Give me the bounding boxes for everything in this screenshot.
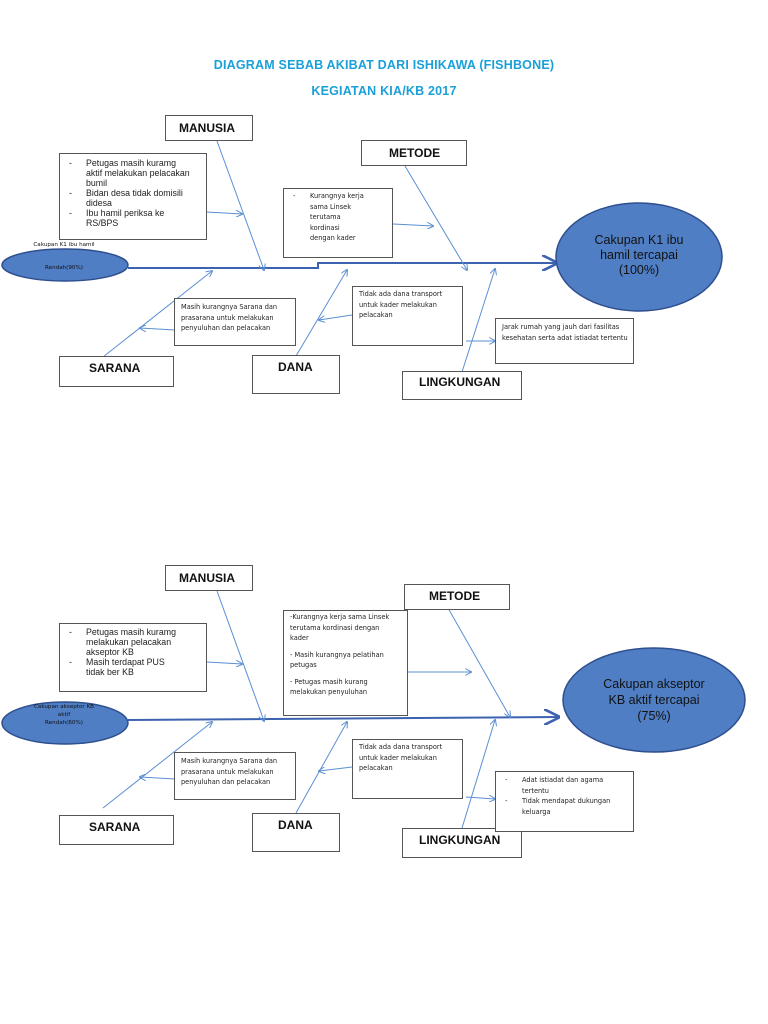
note-manusia: Petugas masih kuramg aktif melakukan pel… <box>59 153 207 240</box>
category-metode: METODE <box>404 584 510 610</box>
category-metode-label: METODE <box>429 589 481 603</box>
title-line-1: DIAGRAM SEBAB AKIBAT DARI ISHIKAWA (FISH… <box>213 58 555 72</box>
metode-cause: - Masih kurangnya pelatihan petugas <box>290 650 384 670</box>
category-dana: DANA <box>252 813 340 852</box>
goal-text: Cakupan K1 ibu hamil tercapai (100%) <box>570 233 708 278</box>
category-lingkungan: LINGKUNGAN <box>402 828 522 858</box>
bone-sarana <box>102 271 212 358</box>
arrow-dana-note <box>319 314 353 320</box>
goal-line-1: Cakupan akseptor <box>603 677 705 691</box>
category-manusia-label: MANUSIA <box>179 571 235 585</box>
bone-metode <box>404 165 467 270</box>
note-manusia: Petugas masih kuramg melakukan pelacakan… <box>59 623 207 692</box>
bone-dana <box>295 722 347 814</box>
arrow-manusia-note <box>206 662 242 664</box>
arrow-manusia-note <box>206 212 242 214</box>
manusia-cause: Petugas masih kuramg melakukan pelacakan… <box>60 627 206 657</box>
sarana-cause: Masih kurangnya Sarana dan prasarana unt… <box>181 303 278 332</box>
lingkungan-cause: Adat istiadat dan agama tertentu <box>496 775 629 796</box>
bone-manusia <box>216 590 264 721</box>
goal-ellipse <box>555 202 723 312</box>
note-metode: Kurangnya kerja sama Linsek terutama kor… <box>283 188 393 258</box>
arrow-sarana-note <box>140 777 176 779</box>
metode-cause: Kurangnya kerja sama Linsek terutama kor… <box>284 191 366 244</box>
goal-text: Cakupan akseptor KB aktif tercapai (75%) <box>573 676 735 724</box>
goal-line-3: (100%) <box>618 263 660 277</box>
bone-metode <box>447 607 510 717</box>
problem-label: Cakupan K1 ibu hamil <box>14 241 114 249</box>
arrow-sarana-note <box>140 328 176 330</box>
metode-cause: - Petugas masih kurang melakukan penyulu… <box>290 677 368 697</box>
manusia-cause: Bidan desa tidak domisili didesa <box>60 188 206 208</box>
note-lingkungan: Adat istiadat dan agama tertentu Tidak m… <box>495 771 634 832</box>
dana-cause: Tidak ada dana transport untuk kader mel… <box>359 290 443 319</box>
problem-ellipse <box>1 701 129 745</box>
category-manusia: MANUSIA <box>165 565 253 591</box>
note-dana: Tidak ada dana transport untuk kader mel… <box>352 286 463 346</box>
diagram-1-connectors <box>1 140 723 373</box>
problem-line-1: Cakupan K1 ibu hamil <box>33 242 95 248</box>
goal-ellipse <box>562 647 746 753</box>
manusia-cause: Masih terdapat PUS tidak ber KB <box>60 657 206 677</box>
bone-sarana <box>102 722 212 809</box>
category-sarana-label: SARANA <box>89 820 141 834</box>
problem-label: Cakupan akseptor KB aktif Rendah(60%) <box>14 703 114 727</box>
problem-label-2: Rendah(90%) <box>14 264 114 272</box>
lingkungan-cause: Tidak mendapat dukungan keluarga <box>496 796 629 817</box>
note-dana: Tidak ada dana transport untuk kader mel… <box>352 739 463 799</box>
category-sarana: SARANA <box>59 815 174 845</box>
manusia-cause: Ibu hamil periksa ke RS/BPS <box>60 208 206 228</box>
fishbone-diagram-1: Cakupan K1 ibu hamil Rendah(90%) Cakupan… <box>0 0 768 420</box>
goal-line-1: Cakupan K1 ibu <box>594 233 684 247</box>
lingkungan-cause: Jarak rumah yang jauh dari fasilitas kes… <box>502 323 628 342</box>
goal-line-2: KB aktif tercapai <box>608 693 700 707</box>
category-lingkungan: LINGKUNGAN <box>402 371 522 400</box>
note-metode: -Kurangnya kerja sama Linsek terutama ko… <box>283 610 408 716</box>
note-lingkungan: Jarak rumah yang jauh dari fasilitas kes… <box>495 318 634 364</box>
bone-lingkungan <box>461 720 495 829</box>
category-lingkungan-label: LINGKUNGAN <box>419 375 501 389</box>
category-manusia-label: MANUSIA <box>179 121 235 135</box>
problem-line-2: Rendah(90%) <box>45 265 83 271</box>
bone-manusia <box>216 140 264 270</box>
metode-cause: -Kurangnya kerja sama Linsek terutama ko… <box>290 613 390 642</box>
goal-line-2: hamil tercapai <box>600 248 678 262</box>
arrow-lingkungan-note <box>465 797 495 799</box>
spine-arrow <box>128 263 556 268</box>
manusia-cause: Petugas masih kuramg aktif melakukan pel… <box>60 158 206 188</box>
category-sarana: SARANA <box>59 356 174 387</box>
category-dana: DANA <box>252 355 340 394</box>
note-sarana: Masih kurangnya Sarana dan prasarana unt… <box>174 298 296 346</box>
category-dana-label: DANA <box>278 818 313 832</box>
arrow-metode-note <box>392 224 433 226</box>
category-dana-label: DANA <box>278 360 313 374</box>
title-line-2: KEGIATAN KIA/KB 2017 <box>311 84 457 98</box>
problem-ellipse <box>1 248 129 282</box>
problem-line-3: Rendah(60%) <box>45 720 83 726</box>
arrow-dana-note <box>319 766 353 771</box>
dana-cause: Tidak ada dana transport untuk kader mel… <box>359 743 443 772</box>
category-metode-label: METODE <box>389 146 441 160</box>
problem-line-2: aktif <box>57 712 71 718</box>
category-lingkungan-label: LINGKUNGAN <box>419 833 501 847</box>
category-metode: METODE <box>361 140 467 166</box>
goal-line-3: (75%) <box>637 709 671 723</box>
category-sarana-label: SARANA <box>89 361 141 375</box>
sarana-cause: Masih kurangnya Sarana dan prasarana unt… <box>181 757 278 786</box>
category-manusia: MANUSIA <box>165 115 253 141</box>
spine-arrow <box>127 717 558 720</box>
bone-lingkungan <box>461 269 495 373</box>
bone-dana <box>295 270 347 357</box>
problem-line-1: Cakupan akseptor KB <box>33 704 95 710</box>
note-sarana: Masih kurangnya Sarana dan prasarana unt… <box>174 752 296 800</box>
